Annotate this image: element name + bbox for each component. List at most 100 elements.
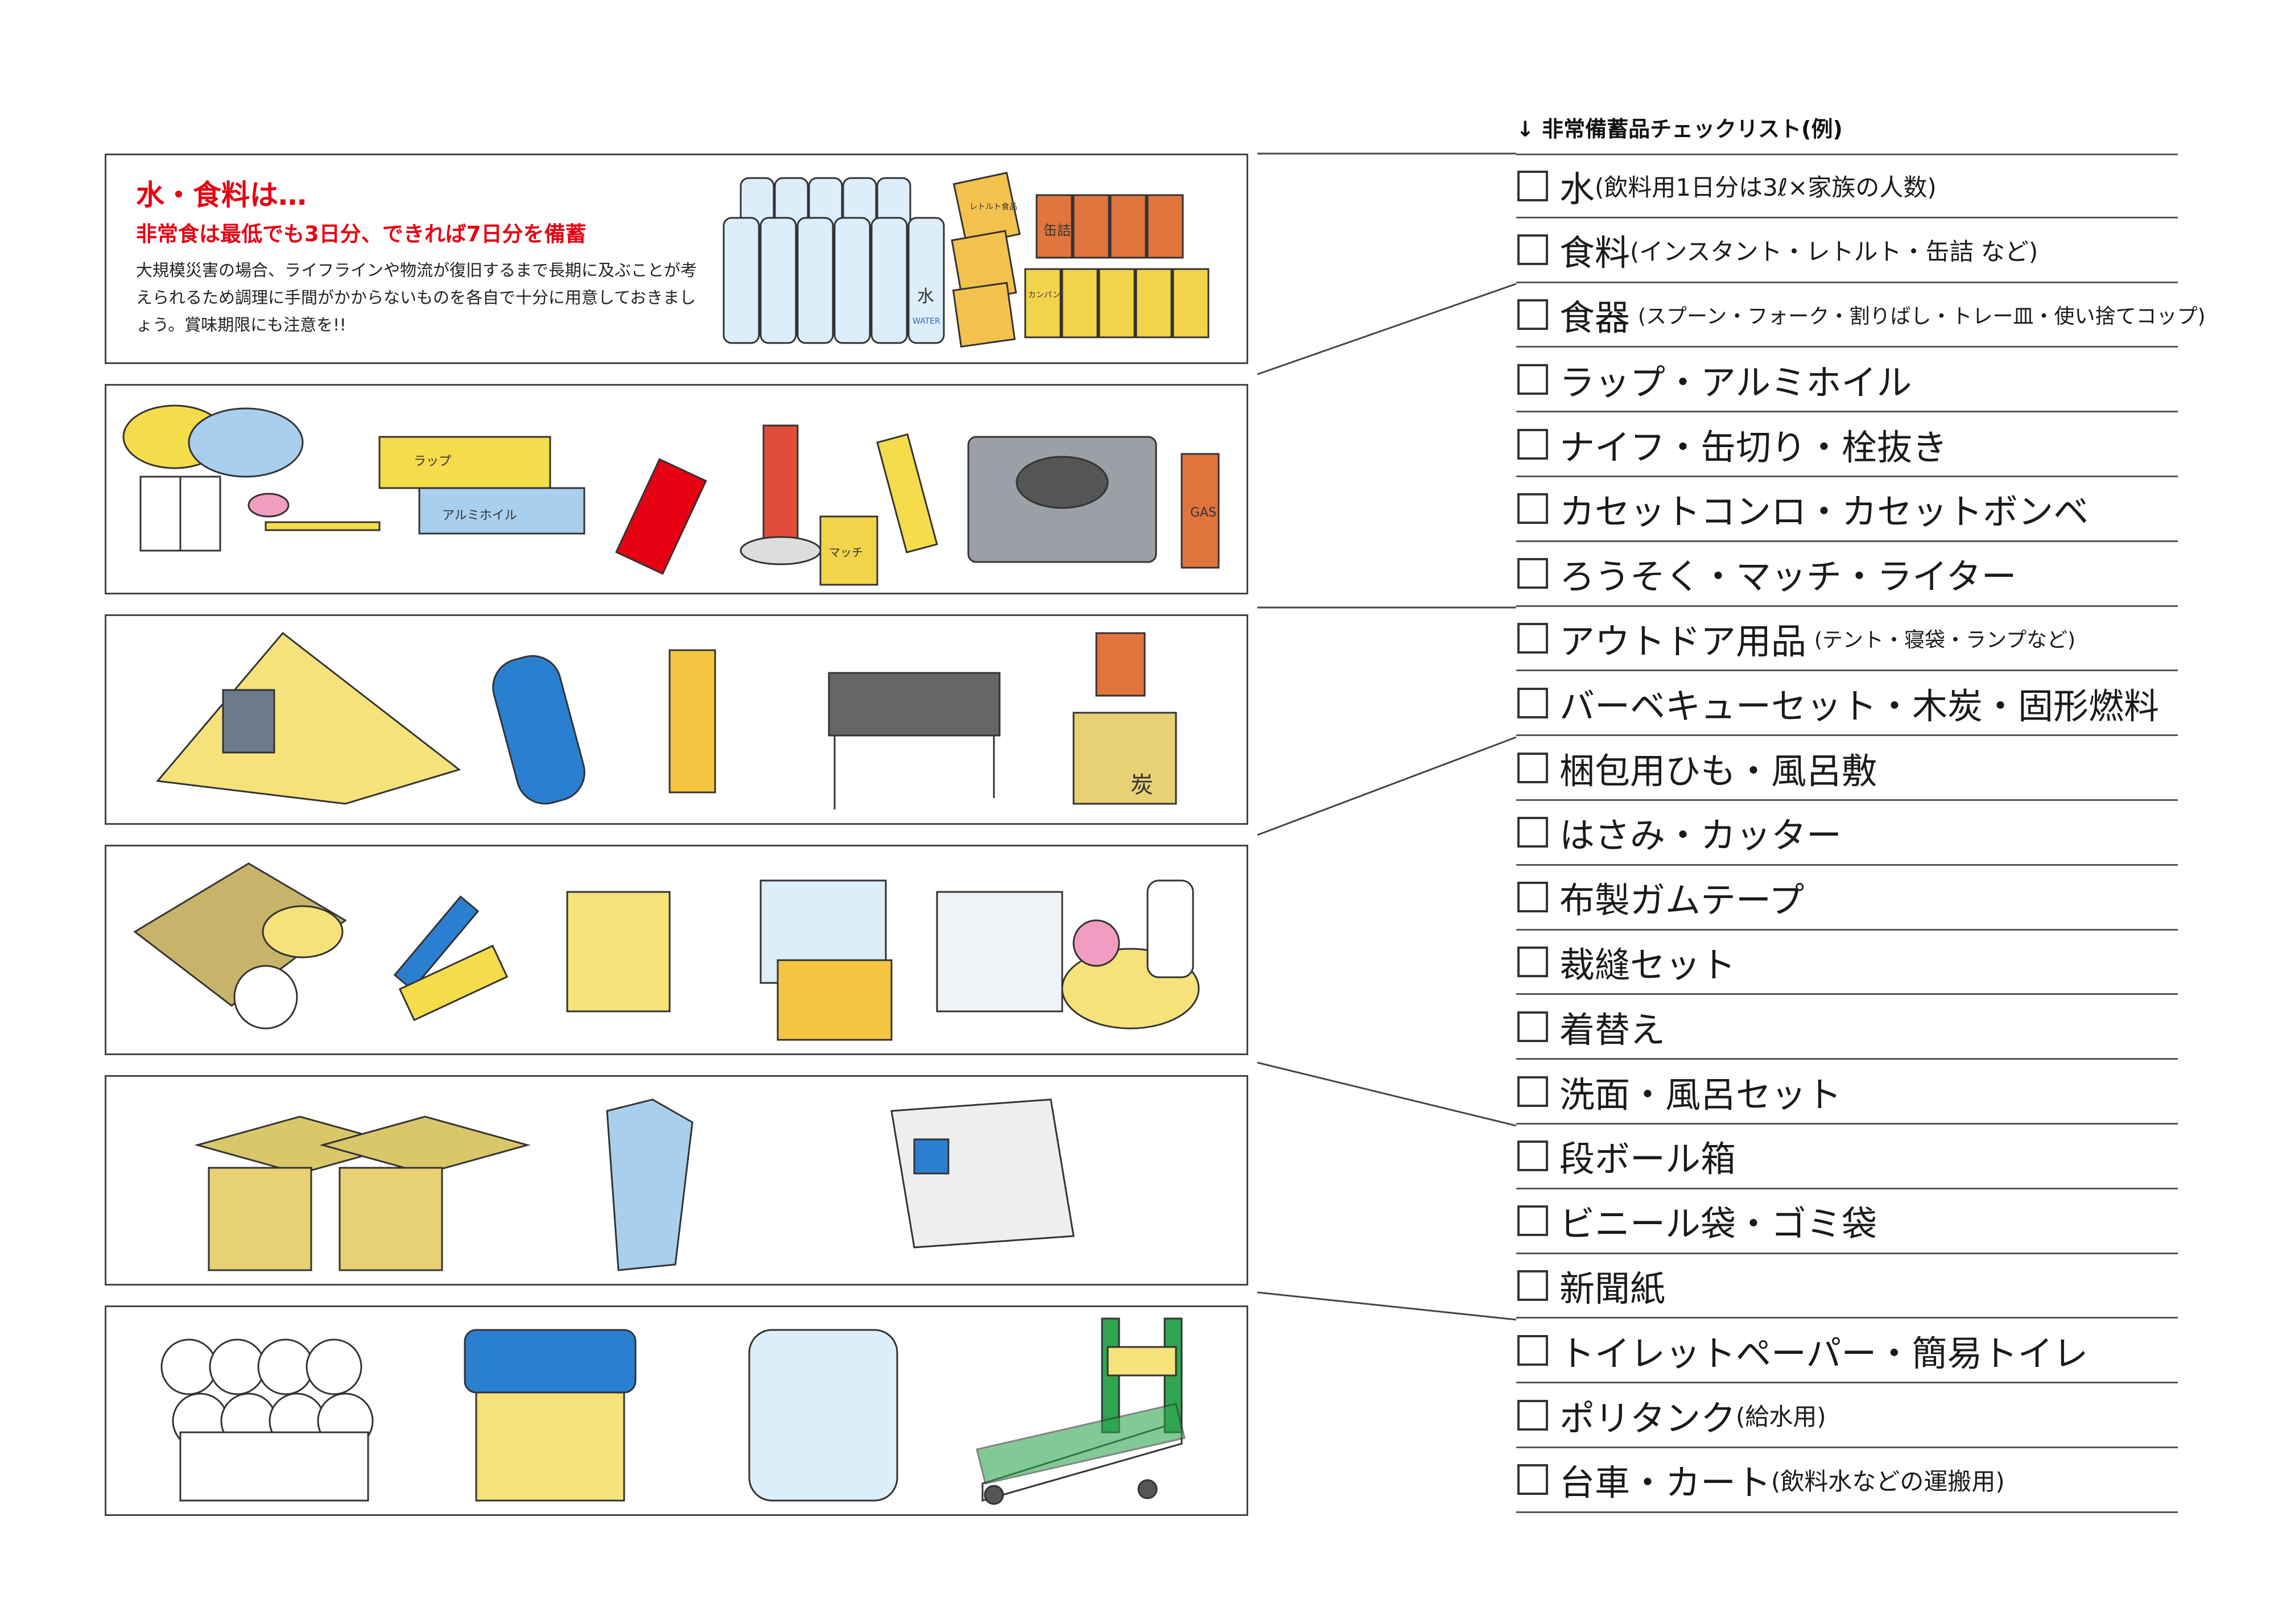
toiletry-case-icon: [936, 891, 1063, 1013]
panel-water-food: 水・食料は… 非常食は最低でも3日分、できれば7日分を備蓄 大規模災害の場合、ラ…: [105, 154, 1248, 364]
checklist-item[interactable]: ろうそく・マッチ・ライター: [1516, 542, 2178, 607]
checklist-item[interactable]: 食料(インスタント・レトルト・缶詰 など): [1516, 218, 2178, 283]
towel-icon: [1072, 919, 1120, 967]
checklist-item-label: 段ボール箱: [1559, 1138, 1736, 1180]
gas-can-icon: [1181, 453, 1220, 569]
checklist-item[interactable]: 新聞紙: [1516, 1254, 2178, 1319]
checklist-item[interactable]: 段ボール箱: [1516, 1125, 2178, 1189]
checkbox[interactable]: [1517, 493, 1548, 524]
connector-line: [1257, 1291, 1517, 1321]
checklist-item-label: 洗面・風呂セット: [1559, 1073, 1842, 1115]
checkbox[interactable]: [1517, 558, 1548, 589]
foil-box: [418, 487, 585, 535]
checklist-item[interactable]: アウトドア用品(テント・寝袋・ランプなど): [1516, 607, 2178, 672]
panel-outdoor: 炭: [105, 614, 1248, 825]
matchbox-icon: [819, 515, 878, 586]
spoon-icon: [247, 493, 290, 518]
water-tank-icon: [748, 1329, 898, 1502]
checkbox[interactable]: [1517, 622, 1548, 654]
charcoal-box-icon: [1072, 712, 1177, 805]
wrap-box: [378, 436, 551, 489]
bbq-grill-icon: [828, 672, 1001, 737]
chopsticks-icon: [265, 521, 381, 531]
checkbox[interactable]: [1517, 946, 1548, 977]
checklist-item[interactable]: 裁縫セット: [1516, 931, 2178, 995]
checklist: 水(飲料用1日分は3ℓ×家族の人数)食料(インスタント・レトルト・缶詰 など)食…: [1516, 154, 2206, 1513]
checklist-item-label: バーベキューセット・木炭・固形燃料: [1559, 685, 2160, 727]
intro-title: 水・食料は…: [136, 179, 307, 212]
packaging-illustration: [194, 1098, 1075, 1271]
sleeping-bag-icon: [492, 655, 585, 805]
checklist-item-label: 布製ガムテープ: [1559, 879, 1805, 921]
water-label: 水: [917, 287, 934, 307]
intro-subtitle: 非常食は最低でも3日分、できれば7日分を備蓄: [136, 222, 587, 246]
checkbox[interactable]: [1517, 170, 1548, 201]
checkbox[interactable]: [1517, 882, 1548, 913]
can: [1035, 194, 1073, 259]
connector-line: [1257, 736, 1517, 836]
knife-icon: [615, 458, 707, 575]
checkbox[interactable]: [1517, 1140, 1548, 1172]
checklist-item[interactable]: 洗面・風呂セット: [1516, 1060, 2178, 1125]
tent-icon: [156, 631, 461, 805]
panel-packaging: [105, 1075, 1248, 1286]
panel-supplies: [105, 845, 1248, 1055]
checklist-item[interactable]: ナイフ・缶切り・栓抜き: [1516, 412, 2178, 477]
intro-body: 大規模災害の場合、ライフラインや物流が復旧するまで長期に及ぶことが考えられるため…: [136, 261, 698, 334]
checklist-item-label: 裁縫セット: [1559, 944, 1736, 986]
checklist-item[interactable]: ポリタンク(給水用): [1516, 1383, 2178, 1448]
checklist-item[interactable]: はさみ・カッター: [1516, 801, 2178, 866]
toilet-paper-icon: [160, 1338, 217, 1395]
cup-icon: [139, 476, 181, 552]
checkbox[interactable]: [1517, 1399, 1548, 1431]
checklist-item-label: ろうそく・マッチ・ライター: [1559, 556, 2017, 598]
checkbox[interactable]: [1517, 687, 1548, 718]
retort-label: レトルト食品: [969, 202, 1017, 212]
checklist-item-label: トイレットペーパー・簡易トイレ: [1559, 1332, 2089, 1374]
checkbox[interactable]: [1517, 752, 1548, 783]
checklist-item-note: (飲料用1日分は3ℓ×家族の人数): [1595, 173, 1937, 202]
checkbox[interactable]: [1517, 1076, 1548, 1107]
checklist-item[interactable]: 布製ガムテープ: [1516, 866, 2178, 931]
checkbox[interactable]: [1517, 1011, 1548, 1042]
checklist-item-note: (給水用): [1736, 1403, 1826, 1431]
checkbox[interactable]: [1517, 1205, 1548, 1237]
checklist-item[interactable]: 食器(スプーン・フォーク・割りばし・トレー皿・使い捨てコップ): [1516, 283, 2206, 348]
portable-toilet-icon: [464, 1329, 637, 1394]
checklist-item[interactable]: バーベキューセット・木炭・固形燃料: [1516, 671, 2178, 737]
checklist-item-note: (インスタント・レトルト・缶詰 など): [1630, 237, 2038, 266]
checklist-item-label: ビニール袋・ゴミ袋: [1559, 1203, 1877, 1245]
checklist-item[interactable]: ラップ・アルミホイル: [1516, 348, 2178, 413]
checkbox[interactable]: [1517, 817, 1548, 848]
checkbox[interactable]: [1517, 363, 1548, 395]
cutter-icon: [398, 944, 509, 1022]
candle-icon: [762, 424, 799, 540]
foil-label: アルミホイル: [442, 509, 517, 523]
checkbox[interactable]: [1517, 428, 1548, 460]
checkbox[interactable]: [1517, 234, 1548, 266]
newspaper-icon: [890, 1098, 1075, 1249]
checklist-item[interactable]: 着替え: [1516, 995, 2178, 1060]
string-icon: [233, 965, 298, 1030]
checklist-item[interactable]: 台車・カート(飲料水などの運搬用): [1516, 1448, 2178, 1513]
sewing-kit-icon: [566, 891, 671, 1013]
checklist-item-label: 水: [1559, 168, 1595, 210]
checklist-item-label: ラップ・アルミホイル: [1559, 361, 1912, 403]
checkbox[interactable]: [1517, 1464, 1548, 1495]
checkbox[interactable]: [1517, 1334, 1548, 1366]
checkbox[interactable]: [1517, 299, 1548, 330]
checklist-item[interactable]: カセットコンロ・カセットボンベ: [1516, 477, 2178, 542]
lantern-icon: [668, 649, 716, 794]
checklist-item[interactable]: 水(飲料用1日分は3ℓ×家族の人数): [1516, 154, 2178, 218]
checklist-item[interactable]: 梱包用ひも・風呂敷: [1516, 736, 2178, 801]
checkbox[interactable]: [1517, 1270, 1548, 1301]
connector-line: [1257, 1061, 1517, 1127]
kanpan-label: カンパン: [1028, 291, 1060, 300]
checklist-item[interactable]: トイレットペーパー・簡易トイレ: [1516, 1319, 2178, 1384]
checklist-header: ↓ 非常備蓄品チェックリスト(例): [1516, 117, 1843, 142]
sanitation-illustration: [160, 1317, 1186, 1505]
checklist-item-label: 食料: [1559, 232, 1631, 274]
checklist-item-label: ポリタンク: [1559, 1397, 1736, 1439]
checklist-item[interactable]: ビニール袋・ゴミ袋: [1516, 1189, 2178, 1254]
